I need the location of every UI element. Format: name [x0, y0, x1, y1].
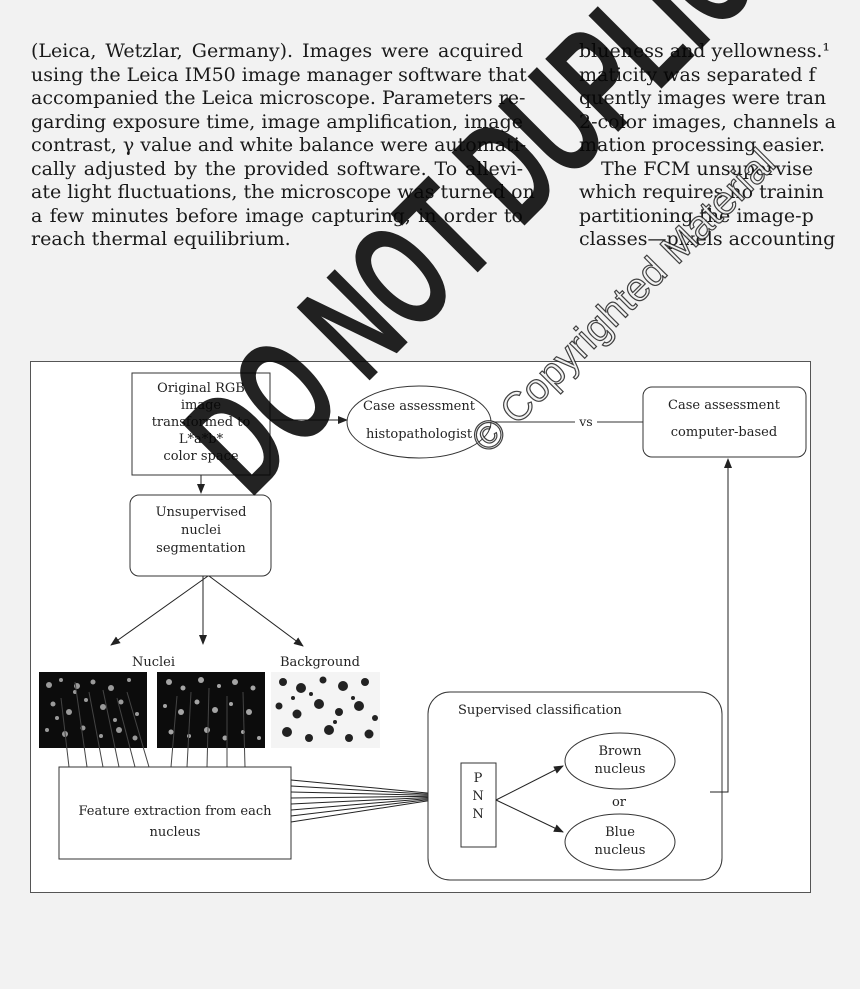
case-histo-line: Case assessment [363, 399, 476, 414]
left-line: ate light fluctuations, the microscope w… [31, 181, 535, 203]
arrow-to-computer [710, 458, 732, 793]
left-line: using the Leica IM50 image manager softw… [31, 63, 527, 86]
right-line: which requires no trainin [579, 181, 824, 203]
right-line: maticity was separated f [579, 63, 816, 86]
case-computer-line: computer-based [671, 425, 777, 440]
right-line: The FCM unsupervise [601, 157, 814, 180]
left-line: reach thermal equilibrium. [31, 228, 291, 250]
arrow-to-background [208, 575, 304, 647]
original-box-line: color space [163, 449, 238, 464]
arrow-to-brown [495, 765, 564, 801]
or-label: or [612, 795, 627, 810]
original-image-box [131, 372, 271, 476]
pnn-letter: N [472, 807, 483, 822]
right-column-text: blueness and yellowness.¹ maticity was s… [579, 40, 860, 252]
original-box-line: image [181, 398, 222, 413]
background-image [271, 672, 380, 748]
left-line: garding exposure time, image amplificati… [31, 110, 523, 133]
workflow-diagram: Original RGB image transformed to L*a*b*… [39, 372, 807, 881]
workflow-figure: Original RGB image transformed to L*a*b*… [30, 361, 811, 893]
left-line: (Leica, Wetzlar, Germany). Images were a… [31, 40, 523, 62]
case-computer-line: Case assessment [668, 398, 781, 413]
blue-nucleus-ellipse [564, 813, 676, 871]
supervised-label: Supervised classification [458, 703, 622, 718]
original-box-line: Original RGB [157, 381, 245, 396]
brown-line: nucleus [595, 762, 646, 777]
blue-line: Blue [605, 825, 635, 840]
blue-line: nucleus [595, 843, 646, 858]
nuclei-label: Nuclei [132, 655, 175, 670]
feature-line: nucleus [150, 825, 201, 840]
case-computer-box [642, 386, 807, 458]
brown-line: Brown [598, 744, 642, 759]
left-line: contrast, γ value and white balance were… [31, 134, 527, 156]
case-histo-line: histopathologist [366, 427, 473, 442]
unsupervised-line: segmentation [156, 541, 246, 556]
arrow-to-blue [495, 799, 564, 833]
feature-extraction-box [58, 766, 292, 860]
left-line: cally adjusted by the provided software.… [31, 157, 523, 180]
arrow-to-nuclei-1 [110, 575, 209, 646]
background-label: Background [280, 655, 360, 670]
feature-line: Feature extraction from each [78, 804, 272, 819]
right-line: 2-color images, channels a [579, 110, 837, 133]
nuclei-image-2 [157, 672, 265, 748]
unsupervised-line: Unsupervised [156, 505, 247, 520]
original-box-line: L*a*b* [179, 432, 224, 447]
left-line: a few minutes before image capturing, in… [31, 204, 523, 227]
brown-nucleus-ellipse [564, 732, 676, 790]
nucleus-lines [60, 681, 246, 768]
right-line: blueness and yellowness.¹ [579, 40, 830, 62]
left-column-text: (Leica, Wetzlar, Germany). Images were a… [31, 40, 535, 252]
nuclei-image-1 [39, 672, 147, 748]
pnn-letter: P [474, 771, 483, 786]
unsupervised-box [129, 494, 272, 577]
pnn-box [460, 762, 497, 848]
right-line: classes—pixels accounting [579, 228, 836, 250]
right-line: quently images were tran [579, 87, 827, 109]
original-box-line: transformed to [152, 415, 251, 430]
case-histo-ellipse [346, 385, 492, 459]
right-line: mation processing easier. [579, 134, 826, 156]
left-line: accompanied the Leica microscope. Parame… [31, 87, 526, 109]
right-line: partitioning the image-p [579, 204, 814, 227]
pnn-letter: N [472, 789, 483, 804]
vs-label: vs [578, 414, 592, 429]
unsupervised-line: nuclei [181, 523, 221, 538]
